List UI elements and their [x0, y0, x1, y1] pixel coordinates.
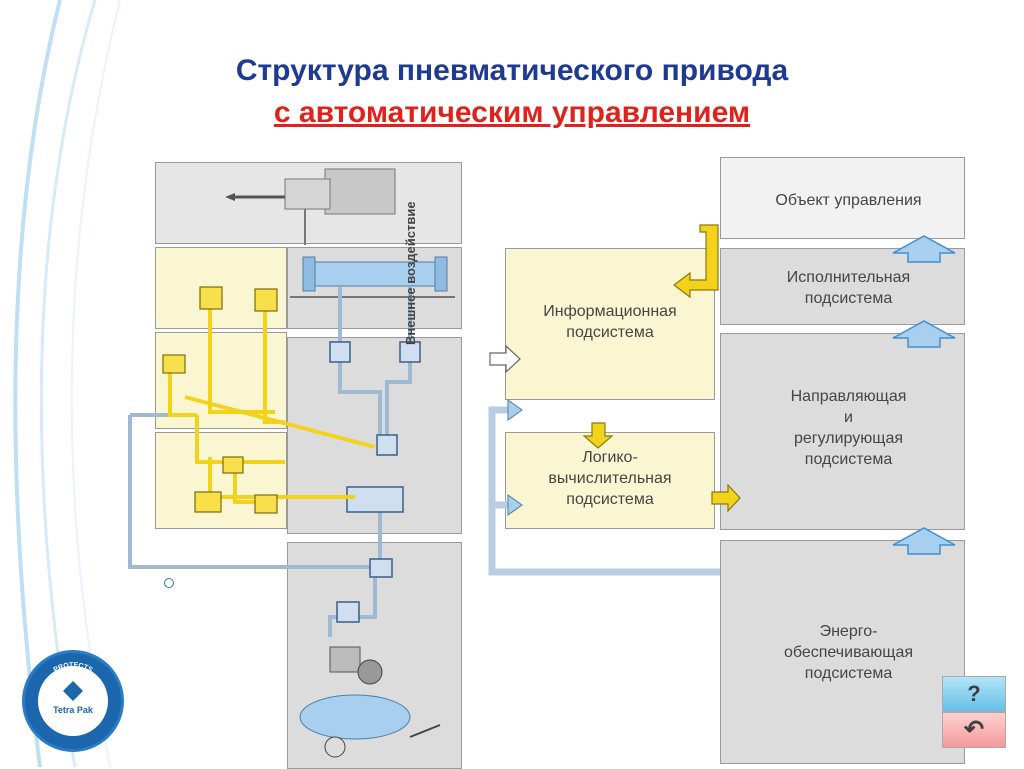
arrow-up-icon: [892, 527, 956, 555]
svg-text:PROTECTS: PROTECTS: [53, 662, 94, 674]
arrow-external-icon: [489, 344, 521, 374]
compressor-icon: [299, 646, 441, 758]
help-button[interactable]: ?: [942, 676, 1006, 712]
arrow-right-icon: [711, 483, 741, 513]
valves-blue: [329, 341, 421, 623]
schematic-panel-cylinder: [287, 247, 462, 329]
valves-yellow: [162, 286, 278, 514]
block-information-label: Информационная подсистема: [543, 303, 677, 341]
logo-brand: Tetra Pak: [53, 705, 93, 715]
block-executive-label: Исполнительная подсистема: [786, 269, 911, 307]
schematic-drawing: [128, 168, 455, 758]
block-control-object-label: Объект управления: [775, 192, 922, 209]
drill-machine-icon: [225, 168, 396, 245]
block-energy-label: Энерго- обеспечивающая подсистема: [783, 623, 914, 682]
slide-title: Структура пневматического привода: [235, 54, 789, 87]
pneumatic-cylinder-icon: [302, 256, 448, 292]
slide-subtitle: с автоматическим управлением: [273, 96, 751, 129]
block-control-object: Объект управления: [720, 157, 965, 239]
return-arrow-icon: ↶: [963, 716, 985, 743]
bullet-circle: [164, 578, 174, 588]
block-energy: Энерго- обеспечивающая подсистема: [720, 540, 965, 764]
pneumatic-schematic: [125, 157, 465, 769]
arrow-control-to-info-icon: [673, 224, 719, 299]
block-information: Информационная подсистема: [505, 248, 715, 400]
svg-text:WHAT'S GOOD: WHAT'S GOOD: [49, 721, 96, 737]
question-icon: ?: [967, 681, 981, 706]
arrow-up-icon: [892, 235, 956, 263]
back-button[interactable]: ↶: [942, 712, 1006, 748]
arrow-up-icon: [892, 320, 956, 348]
tetra-pak-logo: PROTECTS WHAT'S GOOD Tetra Pak: [22, 650, 124, 752]
block-guiding-label: Направляющая и регулирующая подсистема: [790, 388, 907, 468]
block-guiding: Направляющая и регулирующая подсистема: [720, 333, 965, 530]
logo-ring-text: PROTECTS WHAT'S GOOD: [49, 662, 96, 737]
block-logic: Логико- вычислительная подсистема: [505, 432, 715, 529]
arrow-down-icon: [582, 422, 614, 449]
schematic-panel-machine: [155, 162, 462, 244]
air-pipes-blue: [128, 287, 412, 637]
block-logic-label: Логико- вычислительная подсистема: [548, 449, 672, 508]
